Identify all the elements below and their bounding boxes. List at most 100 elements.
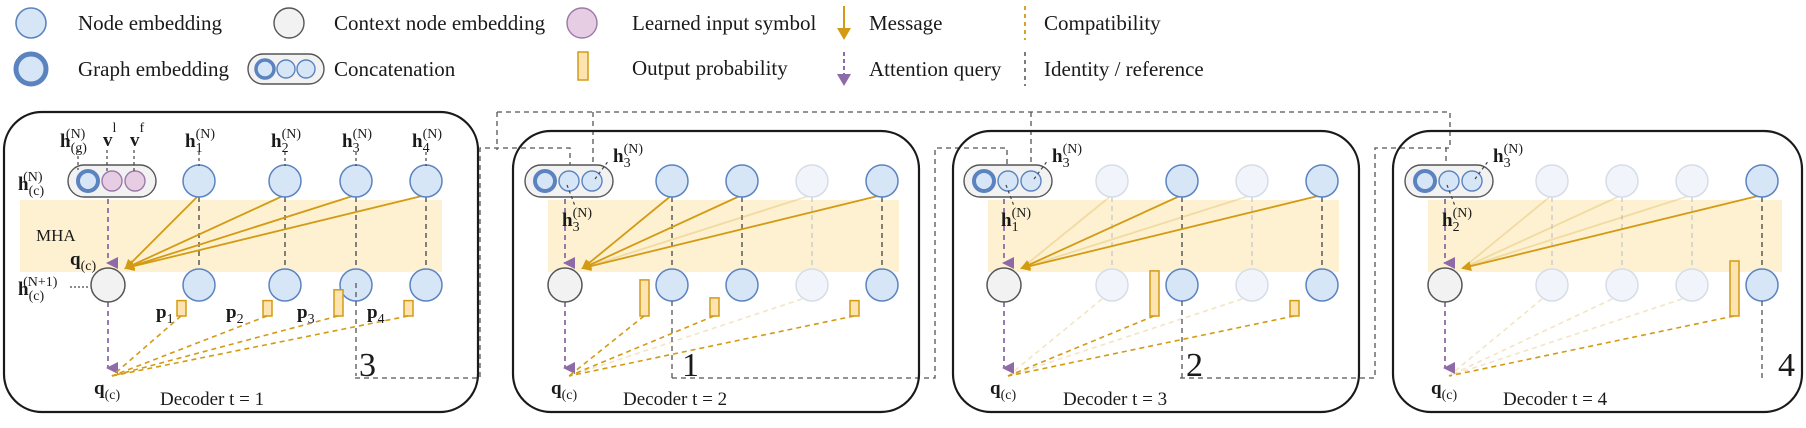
prob-label-1: p1	[156, 302, 174, 327]
panel-frame	[2, 110, 480, 414]
top-node-3	[1235, 164, 1269, 198]
top-node-4	[409, 164, 443, 198]
bottom-node-4	[865, 268, 899, 302]
legend-attention-query: Attention query	[869, 57, 1002, 81]
top-node-2	[1165, 164, 1199, 198]
attention-query-arrow-icon	[837, 52, 851, 86]
node-label-3: h3(N)	[342, 127, 372, 156]
prob-label-4-sub: 4	[378, 312, 385, 327]
legend-message: Message	[869, 11, 943, 35]
ref-top-label-sub: 3	[1063, 156, 1070, 171]
context-next-label-sub: (c)	[29, 289, 45, 304]
compatibility-line-1	[1007, 298, 1103, 377]
ref-top-label: h3(N)	[1052, 142, 1082, 171]
probability-bar-4	[403, 299, 414, 317]
panel-frame	[1391, 129, 1804, 414]
message-arrow-icon	[837, 6, 851, 40]
bottom-node-2	[268, 268, 302, 302]
context-slot-3	[124, 170, 146, 192]
top-node-2	[268, 164, 302, 198]
query-label: q(c)	[551, 378, 577, 403]
context-slot-3	[581, 170, 603, 192]
learned-last-label: vl	[103, 121, 117, 151]
graph-embedding-label-sub: (g)	[71, 141, 88, 156]
context-slot-2	[1438, 170, 1460, 192]
ref-top-label-sup: (N)	[1504, 142, 1524, 157]
compatibility-line-1	[568, 315, 645, 377]
message-arrow-1	[1021, 194, 1113, 269]
message-arrow-2	[1020, 194, 1183, 270]
context-slot-3	[1461, 170, 1483, 192]
node-embedding-icon	[15, 7, 47, 39]
ref-label-sup: (N)	[573, 206, 593, 221]
mha-band	[20, 200, 442, 272]
legend-graph-embedding: Graph embedding	[78, 57, 230, 81]
context-embedding-label: h(c)(N)	[18, 170, 44, 199]
panel-title: Decoder t = 2	[623, 389, 727, 410]
node-label-1-sub: 1	[196, 141, 203, 156]
concatenation-icon	[247, 53, 325, 85]
prob-label-1-sub: 1	[167, 312, 174, 327]
context-node	[1427, 267, 1463, 303]
bottom-node-3	[795, 268, 829, 302]
bottom-node-2	[725, 268, 759, 302]
ref-connector-1	[355, 147, 571, 379]
ref-connector-5	[672, 147, 1008, 379]
context-slot-2	[101, 170, 123, 192]
ref-dash	[1446, 184, 1456, 207]
node-label-1: h1(N)	[185, 127, 215, 156]
top-node-1	[1095, 164, 1129, 198]
bottom-node-1	[655, 268, 689, 302]
compatibility-dash-icon	[1024, 6, 1026, 40]
message-arrow-2	[1462, 194, 1623, 269]
context-node	[547, 267, 583, 303]
message-arrow-3	[124, 194, 357, 271]
compatibility-line-1	[1448, 298, 1543, 377]
ref-dash	[566, 184, 576, 207]
node-label-2-sub: 2	[282, 141, 289, 156]
query-label: q(c)	[1431, 378, 1457, 403]
top-node-1	[182, 164, 216, 198]
learned-first-label-sup: f	[140, 121, 145, 136]
legend-output-probability: Output probability	[632, 56, 788, 80]
context-slot-3	[1020, 170, 1042, 192]
legend-learned-input-symbol: Learned input symbol	[632, 11, 817, 35]
legend-node-embedding: Node embedding	[78, 11, 223, 35]
bottom-node-3	[1675, 268, 1709, 302]
probability-bar-2	[1149, 270, 1160, 317]
message-arrow-1	[581, 194, 673, 270]
message-arrow-4	[581, 194, 883, 271]
prob-label-2: p2	[226, 302, 244, 327]
ref-top-label-sub: 3	[1504, 156, 1511, 171]
bottom-node-3	[1235, 268, 1269, 302]
prob-label-3: p3	[297, 302, 315, 327]
step-number: 4	[1778, 347, 1795, 384]
query-label-sub: (c)	[562, 388, 578, 403]
ref-top-label: h3(N)	[1493, 142, 1523, 171]
compatibility-line-4	[568, 315, 855, 377]
probability-bar-1	[176, 299, 187, 317]
legend-identity-reference: Identity / reference	[1044, 57, 1204, 81]
probability-bar-1	[639, 279, 650, 317]
message-arrow-4	[1020, 194, 1323, 271]
compatibility-line-4	[1448, 315, 1735, 377]
top-node-2	[1605, 164, 1639, 198]
compatibility-line-3	[111, 315, 339, 377]
panel-frame	[511, 129, 921, 414]
graph-embedding-node	[1413, 169, 1437, 193]
ref-label-sub: 1	[1012, 220, 1019, 235]
ref-label-sub: 3	[573, 220, 580, 235]
ref-top-label-sub: 3	[624, 156, 631, 171]
message-arrow-2	[124, 194, 286, 270]
query-label-sub: (c)	[105, 388, 121, 403]
bottom-node-2	[1605, 268, 1639, 302]
message-arrow-4	[124, 194, 427, 271]
message-arrow-3	[1462, 194, 1693, 269]
panel-title: Decoder t = 3	[1063, 389, 1167, 410]
top-node-1	[655, 164, 689, 198]
context-embedding-label-sub: (c)	[29, 184, 45, 199]
